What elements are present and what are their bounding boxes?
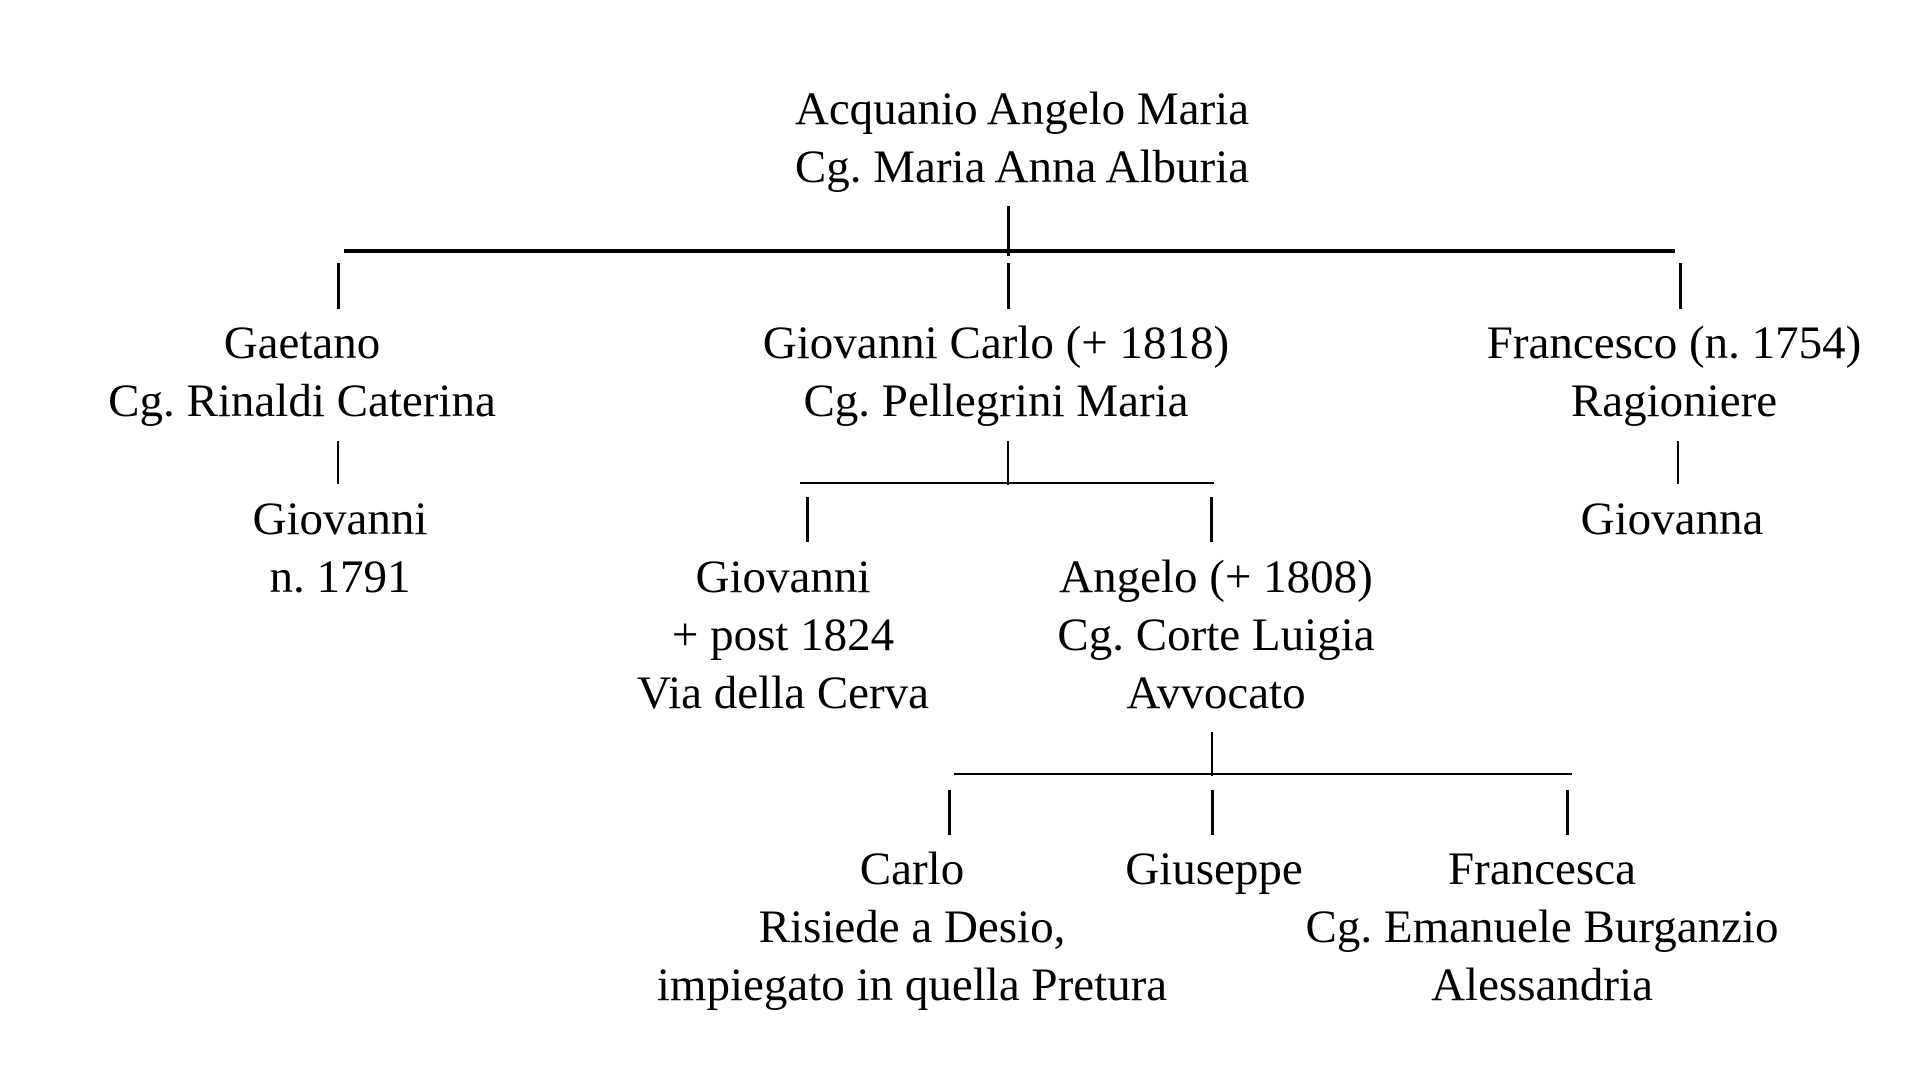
connector-acquanio-bar <box>344 249 1675 253</box>
connector-acquanio-stem <box>1007 206 1010 256</box>
person-name: Angelo (+ 1808) <box>1059 551 1373 603</box>
person-giuseppe: Giuseppe <box>1125 840 1303 898</box>
person-name: Gaetano <box>223 317 381 369</box>
connector-to-carlo <box>948 790 951 835</box>
person-name: Giovanna <box>1580 493 1764 545</box>
person-name: Giovanni Carlo (+ 1818) <box>762 317 1230 369</box>
connector-to-gaetano <box>337 263 340 309</box>
person-occupation: Avvocato <box>1126 667 1306 719</box>
person-residence: Alessandria <box>1431 959 1653 1011</box>
connector-to-francesca <box>1566 790 1569 835</box>
person-giovanna: Giovanna <box>1581 490 1764 548</box>
person-angelo: Angelo (+ 1808) Cg. Corte Luigia Avvocat… <box>1057 548 1374 722</box>
person-occupation: impiegato in quella Pretura <box>656 959 1168 1011</box>
person-address: Via della Cerva <box>636 667 930 719</box>
person-spouse: Cg. Corte Luigia <box>1057 609 1375 661</box>
connector-to-giovanni-cerva <box>806 497 809 542</box>
person-residence: Risiede a Desio, <box>758 901 1066 953</box>
person-spouse: Cg. Pellegrini Maria <box>803 375 1189 427</box>
connector-to-giovanni-carlo <box>1007 263 1010 309</box>
connector-to-francesco <box>1679 263 1682 309</box>
person-francesco: Francesco (n. 1754) Ragioniere <box>1487 314 1862 430</box>
person-name: Francesca <box>1448 843 1636 895</box>
person-giovanni-carlo: Giovanni Carlo (+ 1818) Cg. Pellegrini M… <box>763 314 1229 430</box>
connector-francesco-to-giovanna <box>1677 441 1679 484</box>
person-giovanni-1791: Giovanni n. 1791 <box>253 490 428 606</box>
person-gaetano: Gaetano Cg. Rinaldi Caterina <box>108 314 496 430</box>
connector-to-angelo <box>1210 497 1213 542</box>
person-acquanio-angelo-maria: Acquanio Angelo Maria Cg. Maria Anna Alb… <box>795 80 1249 196</box>
person-name: Acquanio Angelo Maria <box>794 83 1250 135</box>
connector-to-giuseppe <box>1211 790 1214 835</box>
person-name: Carlo <box>859 843 965 895</box>
person-giovanni-via-della-cerva: Giovanni + post 1824 Via della Cerva <box>637 548 929 722</box>
person-name: Giovanni <box>252 493 428 545</box>
person-death: + post 1824 <box>671 609 895 661</box>
connector-angelo-bar <box>954 773 1572 775</box>
person-francesca: Francesca Cg. Emanuele Burganzio Alessan… <box>1306 840 1779 1014</box>
person-spouse: Cg. Rinaldi Caterina <box>108 375 496 427</box>
person-spouse: Cg. Emanuele Burganzio <box>1305 901 1779 953</box>
person-birth: n. 1791 <box>269 551 411 603</box>
connector-giovanni-carlo-bar <box>800 482 1214 484</box>
connector-angelo-stem <box>1211 732 1213 776</box>
person-name: Francesco (n. 1754) <box>1486 317 1862 369</box>
person-spouse: Cg. Maria Anna Alburia <box>794 141 1250 193</box>
person-carlo: Carlo Risiede a Desio, impiegato in quel… <box>657 840 1167 1014</box>
person-name: Giovanni <box>695 551 871 603</box>
connector-gaetano-to-giovanni <box>337 441 339 484</box>
person-occupation: Ragioniere <box>1570 375 1778 427</box>
connector-giovanni-carlo-stem <box>1007 441 1009 485</box>
person-name: Giuseppe <box>1125 843 1303 895</box>
